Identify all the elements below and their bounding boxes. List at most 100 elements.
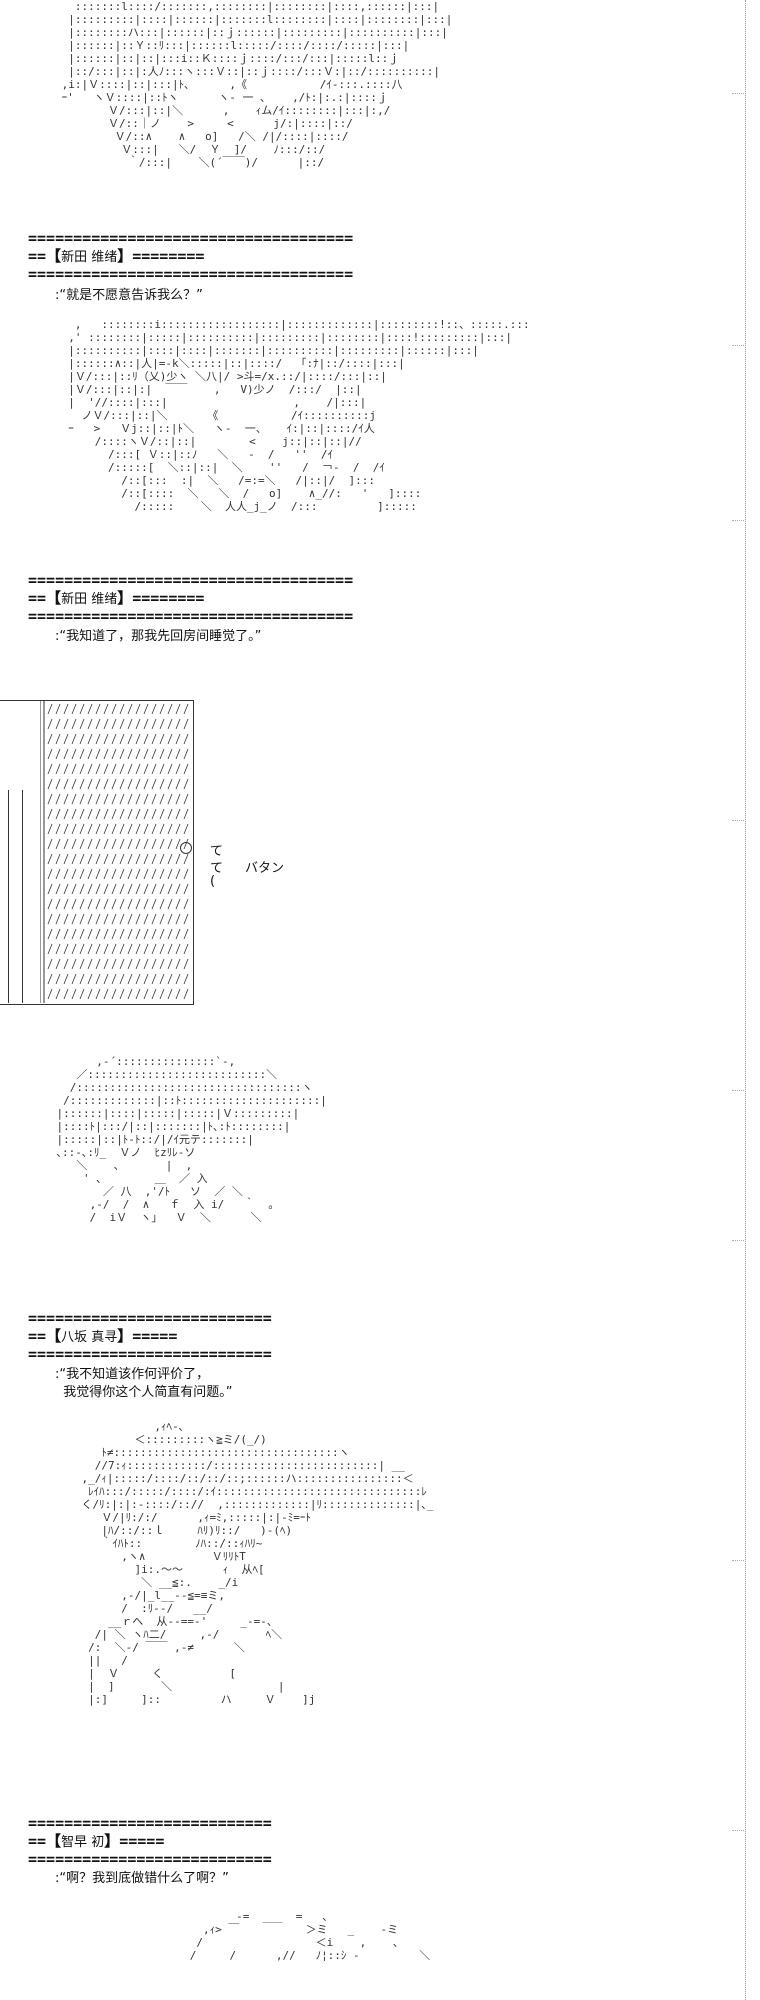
- hatch-stroke: [143, 928, 149, 940]
- hatch-stroke: [111, 898, 117, 910]
- door-knob: [180, 842, 192, 854]
- hatch-stroke: [71, 703, 77, 715]
- hatch-stroke: [79, 898, 85, 910]
- speaker-name: 智早 初: [61, 1835, 105, 1850]
- ascii-art-character: ,ｨﾍ‐､ ＜:::::::::ヽ≧ミ/(_/) ﾄ≠:::::::::::::…: [81, 1420, 434, 1706]
- hatch-stroke: [135, 703, 141, 715]
- hatch-stroke: [71, 733, 77, 745]
- hatch-stroke: [183, 718, 189, 730]
- hatch-stroke: [63, 868, 69, 880]
- hatch-stroke: [103, 823, 109, 835]
- hatch-stroke: [175, 703, 181, 715]
- hatch-stroke: [143, 988, 149, 1000]
- hatch-stroke: [111, 928, 117, 940]
- separator-line: ===========================: [28, 1814, 272, 1832]
- hatch-stroke: [47, 748, 53, 760]
- edge-mark: [732, 345, 744, 346]
- hatch-stroke: [87, 988, 93, 1000]
- hatch-stroke: [47, 718, 53, 730]
- hatch-stroke: [47, 808, 53, 820]
- hatch-stroke: [119, 958, 125, 970]
- hatch-stroke: [143, 793, 149, 805]
- hatch-stroke: [159, 958, 165, 970]
- speaker-row: ==【新田 维绪】========: [28, 248, 204, 266]
- hatch-stroke: [95, 853, 101, 865]
- hatch-stroke: [175, 808, 181, 820]
- hatch-stroke: [175, 853, 181, 865]
- hatch-stroke: [111, 988, 117, 1000]
- hatch-stroke: [103, 853, 109, 865]
- hatch-stroke: [87, 883, 93, 895]
- hatch-stroke: [119, 973, 125, 985]
- hatch-stroke: [167, 703, 173, 715]
- hatch-stroke: [135, 823, 141, 835]
- hatch-stroke: [119, 853, 125, 865]
- hatch-stroke: [63, 883, 69, 895]
- hatch-stroke: [103, 793, 109, 805]
- hatch-stroke: [95, 808, 101, 820]
- hatch-stroke: [71, 823, 77, 835]
- hatch-stroke: [167, 883, 173, 895]
- hatch-stroke: [111, 748, 117, 760]
- hatch-stroke: [135, 913, 141, 925]
- hatch-stroke: [47, 928, 53, 940]
- hatch-stroke: [151, 778, 157, 790]
- hatch-stroke: [111, 883, 117, 895]
- hatch-stroke: [103, 778, 109, 790]
- hatch-stroke: [63, 988, 69, 1000]
- hatch-stroke: [175, 763, 181, 775]
- hatch-stroke: [111, 913, 117, 925]
- edge-mark: [732, 1240, 744, 1241]
- hatch-stroke: [159, 718, 165, 730]
- hatch-stroke: [167, 748, 173, 760]
- hatch-stroke: [103, 703, 109, 715]
- speaker-prefix: ==【: [28, 589, 62, 607]
- hatch-stroke: [127, 793, 133, 805]
- hatch-stroke: [159, 928, 165, 940]
- hatch-stroke: [95, 988, 101, 1000]
- hatch-stroke: [143, 748, 149, 760]
- hatch-stroke: [119, 898, 125, 910]
- hatch-stroke: [79, 838, 85, 850]
- hatch-stroke: [119, 748, 125, 760]
- hatch-stroke: [159, 943, 165, 955]
- hatch-stroke: [135, 898, 141, 910]
- hatch-stroke: [135, 928, 141, 940]
- hatch-stroke: [127, 778, 133, 790]
- hatch-stroke: [151, 733, 157, 745]
- hatch-stroke: [55, 778, 61, 790]
- hatch-stroke: [167, 868, 173, 880]
- hatch-stroke: [63, 898, 69, 910]
- hatch-stroke: [87, 913, 93, 925]
- hatch-stroke: [87, 763, 93, 775]
- hatch-stroke: [103, 838, 109, 850]
- hatch-stroke: [175, 958, 181, 970]
- hatch-stroke: [63, 763, 69, 775]
- hatch-stroke: [183, 973, 189, 985]
- hatch-stroke: [71, 718, 77, 730]
- hatch-stroke: [79, 928, 85, 940]
- hatch-stroke: [55, 838, 61, 850]
- hatch-stroke: [167, 733, 173, 745]
- hatch-stroke: [159, 703, 165, 715]
- hatch-stroke: [175, 973, 181, 985]
- hatch-stroke: [63, 928, 69, 940]
- hatch-stroke: [151, 763, 157, 775]
- hatch-stroke: [167, 838, 173, 850]
- hatch-stroke: [119, 838, 125, 850]
- hatch-stroke: [47, 958, 53, 970]
- hatch-stroke: [183, 793, 189, 805]
- hatch-stroke: [55, 868, 61, 880]
- hatch-stroke: [87, 838, 93, 850]
- hatch-stroke: [183, 928, 189, 940]
- hatch-stroke: [95, 703, 101, 715]
- hatch-stroke: [167, 778, 173, 790]
- hatch-stroke: [159, 973, 165, 985]
- hatch-stroke: [47, 853, 53, 865]
- hatch-stroke: [175, 823, 181, 835]
- hatch-stroke: [175, 748, 181, 760]
- hatch-stroke: [55, 928, 61, 940]
- hatch-stroke: [103, 808, 109, 820]
- hatch-stroke: [55, 793, 61, 805]
- speaker-suffix: 】=====: [104, 1832, 165, 1850]
